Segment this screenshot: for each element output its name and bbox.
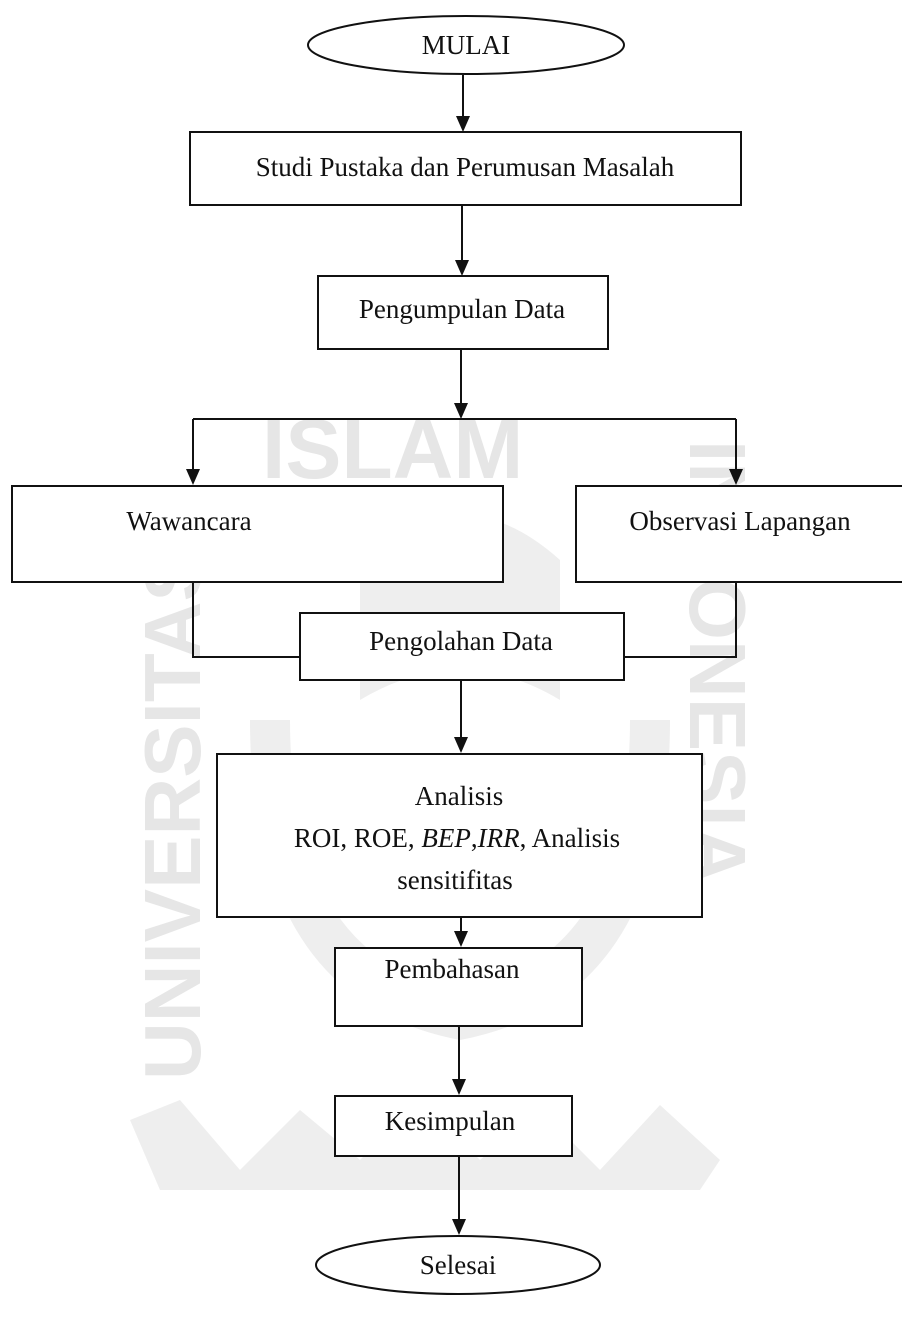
observasi-label: Observasi Lapangan — [629, 506, 851, 536]
kesimpulan-box — [334, 1095, 573, 1157]
watermark-left-text: UNIVERSITAS — [128, 548, 217, 1080]
pengolahan-label: Pengolahan Data — [369, 626, 553, 656]
analisis-roi-roe: ROI, ROE, — [294, 823, 422, 853]
node-wawancara: Wawancara — [11, 485, 504, 583]
arrowhead-wawancara — [186, 469, 200, 485]
end-ellipse — [315, 1235, 601, 1295]
analisis-label-line3: sensitifitas — [397, 865, 513, 895]
pembahasan-box — [334, 947, 583, 1027]
arrowhead-split — [454, 403, 468, 419]
wawancara-label: Wawancara — [126, 506, 251, 536]
arrowhead-kesimpulan — [452, 1079, 466, 1095]
analisis-bep: BEP — [421, 823, 470, 853]
arrowhead-pembahasan — [454, 931, 468, 947]
connectors — [186, 75, 743, 1235]
node-pembahasan: Pembahasan — [334, 947, 583, 1027]
watermark-top-text: ISLAM — [262, 402, 523, 496]
arrowhead-end — [452, 1219, 466, 1235]
start-ellipse — [307, 15, 625, 75]
arrowhead-analisis — [454, 737, 468, 753]
connector-observasi-pengolahan — [624, 582, 737, 658]
analisis-box — [216, 753, 703, 918]
node-kesimpulan: Kesimpulan — [334, 1095, 573, 1157]
node-observasi: Observasi Lapangan — [575, 485, 902, 583]
node-end: Selesai — [315, 1235, 601, 1295]
node-pengolahan: Pengolahan Data — [299, 612, 625, 681]
analisis-label-line1: Analisis — [415, 781, 504, 811]
arrowhead-pengumpulan — [455, 260, 469, 276]
node-pengumpulan: Pengumpulan Data — [317, 275, 609, 350]
arrowhead-studi — [456, 116, 470, 132]
start-label: MULAI — [422, 30, 511, 60]
arrowhead-observasi — [729, 469, 743, 485]
end-label: Selesai — [420, 1250, 496, 1280]
pembahasan-label: Pembahasan — [385, 954, 520, 984]
kesimpulan-label: Kesimpulan — [385, 1106, 516, 1136]
studi-box — [189, 131, 742, 206]
node-studi: Studi Pustaka dan Perumusan Masalah — [189, 131, 742, 206]
analisis-label-line2: ROI, ROE, BEP,IRR, Analisis — [294, 823, 620, 853]
node-analisis: Analisis ROI, ROE, BEP,IRR, Analisis sen… — [216, 753, 703, 918]
pengumpulan-label: Pengumpulan Data — [359, 294, 565, 324]
analisis-analisis: , Analisis — [520, 823, 621, 853]
observasi-box — [575, 485, 902, 583]
pengumpulan-box — [317, 275, 609, 350]
analisis-irr: IRR — [477, 823, 520, 853]
wawancara-box — [11, 485, 504, 583]
connector-wawancara-pengolahan — [192, 582, 300, 658]
pengolahan-box — [299, 612, 625, 681]
node-start: MULAI — [307, 15, 625, 75]
studi-label: Studi Pustaka dan Perumusan Masalah — [256, 152, 675, 182]
analisis-comma: , — [471, 823, 478, 853]
